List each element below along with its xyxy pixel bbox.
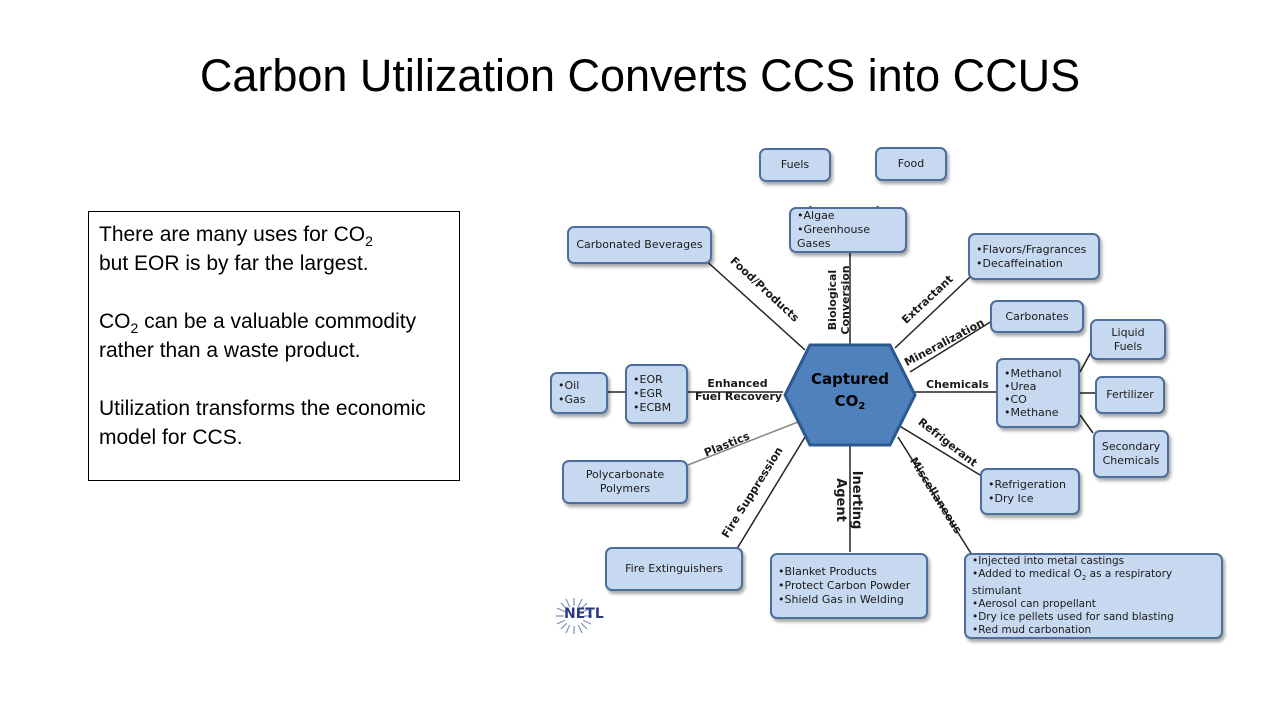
box-biological: Algae Greenhouse Gases (789, 207, 907, 253)
netl-logo: NETL (550, 596, 606, 636)
netl-logo-star-icon (556, 598, 592, 634)
line-secondary (1079, 414, 1094, 434)
connector-lines (608, 205, 1095, 556)
line-mineralization (909, 320, 993, 373)
box-carbonated-beverages: Carbonated Beverages (567, 226, 712, 264)
box-fertilizer: Fertilizer (1095, 376, 1165, 414)
box-fuels: Fuels (759, 148, 831, 182)
captured-co2-hexagon (783, 343, 917, 447)
box-oil-gas: Oil Gas (550, 372, 608, 414)
label-chemicals: Chemicals (926, 378, 989, 391)
summary-paragraph-3: Utilization transforms the economic mode… (99, 397, 426, 449)
line-misc (897, 436, 973, 556)
box-carbonates: Carbonates (990, 300, 1084, 333)
box-fire-extinguishers: Fire Extinguishers (605, 547, 743, 591)
box-liquid-fuels: Liquid Fuels (1090, 319, 1166, 360)
netl-logo-text: NETL (564, 606, 604, 622)
box-food: Food (875, 147, 947, 181)
slide-title: Carbon Utilization Converts CCS into CCU… (199, 50, 1081, 101)
box-secondary-chemicals: Secondary Chemicals (1093, 430, 1169, 478)
box-refrigerant: Refrigeration Dry Ice (980, 468, 1080, 515)
box-polycarbonate: Polycarbonate Polymers (562, 460, 688, 504)
line-liquid-fuels (1079, 351, 1092, 373)
summary-paragraph-2: CO2 can be a valuable commodity rather t… (99, 310, 417, 362)
box-chemicals: Methanol Urea CO Methane (996, 358, 1080, 428)
line-food-products (701, 256, 806, 351)
box-inerting: Blanket Products Protect Carbon Powder S… (770, 553, 928, 619)
box-extractant: Flavors/Fragrances Decaffeination (968, 233, 1100, 280)
box-miscellaneous: Injected into metal castings Added to me… (964, 553, 1223, 639)
line-refrigerant (897, 424, 981, 476)
line-extractant (894, 276, 971, 349)
line-plastics (687, 421, 799, 466)
box-eor: EOR EGR ECBM (625, 364, 688, 424)
line-fire (734, 436, 806, 553)
